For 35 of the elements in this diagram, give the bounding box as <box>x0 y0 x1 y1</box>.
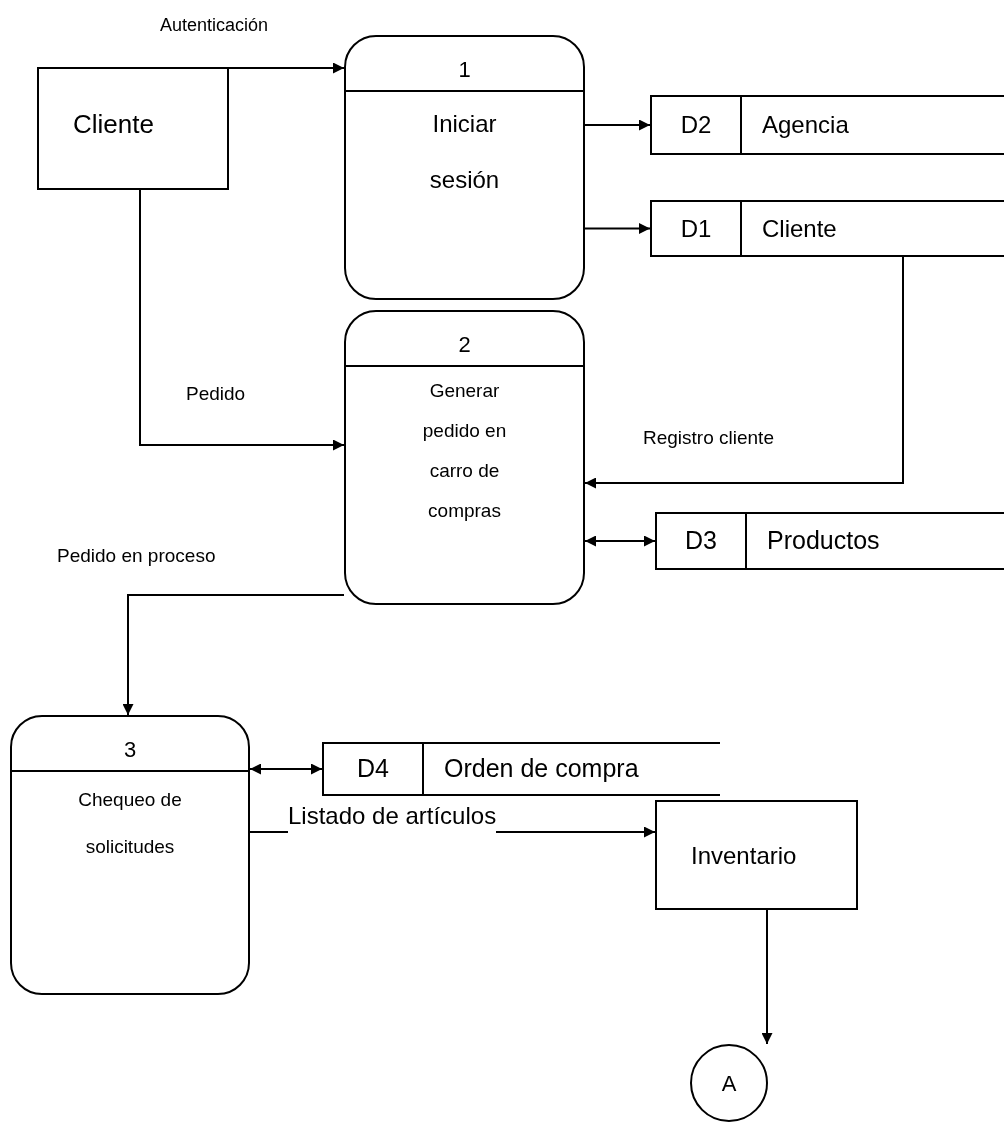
arrow <box>584 119 651 131</box>
store-id: D3 <box>657 514 747 568</box>
process-box <box>10 715 250 995</box>
store-label: Agencia <box>762 110 849 140</box>
store-label: Cliente <box>762 213 837 244</box>
entity-box <box>37 67 229 190</box>
arrow <box>249 763 323 775</box>
store-label: Orden de compra <box>444 753 639 785</box>
store-label: Productos <box>767 525 880 557</box>
entity-box <box>655 800 858 910</box>
store-id: D1 <box>652 202 742 255</box>
data-store <box>322 742 720 796</box>
connector-label: A <box>721 1069 737 1098</box>
process-number: 1 <box>346 37 583 92</box>
arrow <box>139 189 345 451</box>
data-store <box>655 512 1004 570</box>
store-id: D4 <box>324 744 424 794</box>
process-number: 2 <box>346 312 583 367</box>
data-store <box>650 95 1004 155</box>
process-label: Iniciar sesión <box>428 109 501 195</box>
arrow <box>584 223 651 234</box>
store-id: D2 <box>652 97 742 153</box>
process-box <box>344 35 585 300</box>
process-number: 3 <box>12 717 248 772</box>
arrow <box>228 62 345 74</box>
arrow <box>584 535 656 547</box>
arrow <box>584 256 904 489</box>
process-label: Generar pedido en carro de compras <box>421 379 508 523</box>
arrow <box>122 594 345 716</box>
entity-label: Cliente <box>73 108 154 141</box>
entity-label: Inventario <box>691 841 797 871</box>
arrow <box>761 909 773 1045</box>
data-store <box>650 200 1004 257</box>
process-box <box>344 310 585 605</box>
process-label: Chequeo de solicitudes <box>77 788 183 859</box>
